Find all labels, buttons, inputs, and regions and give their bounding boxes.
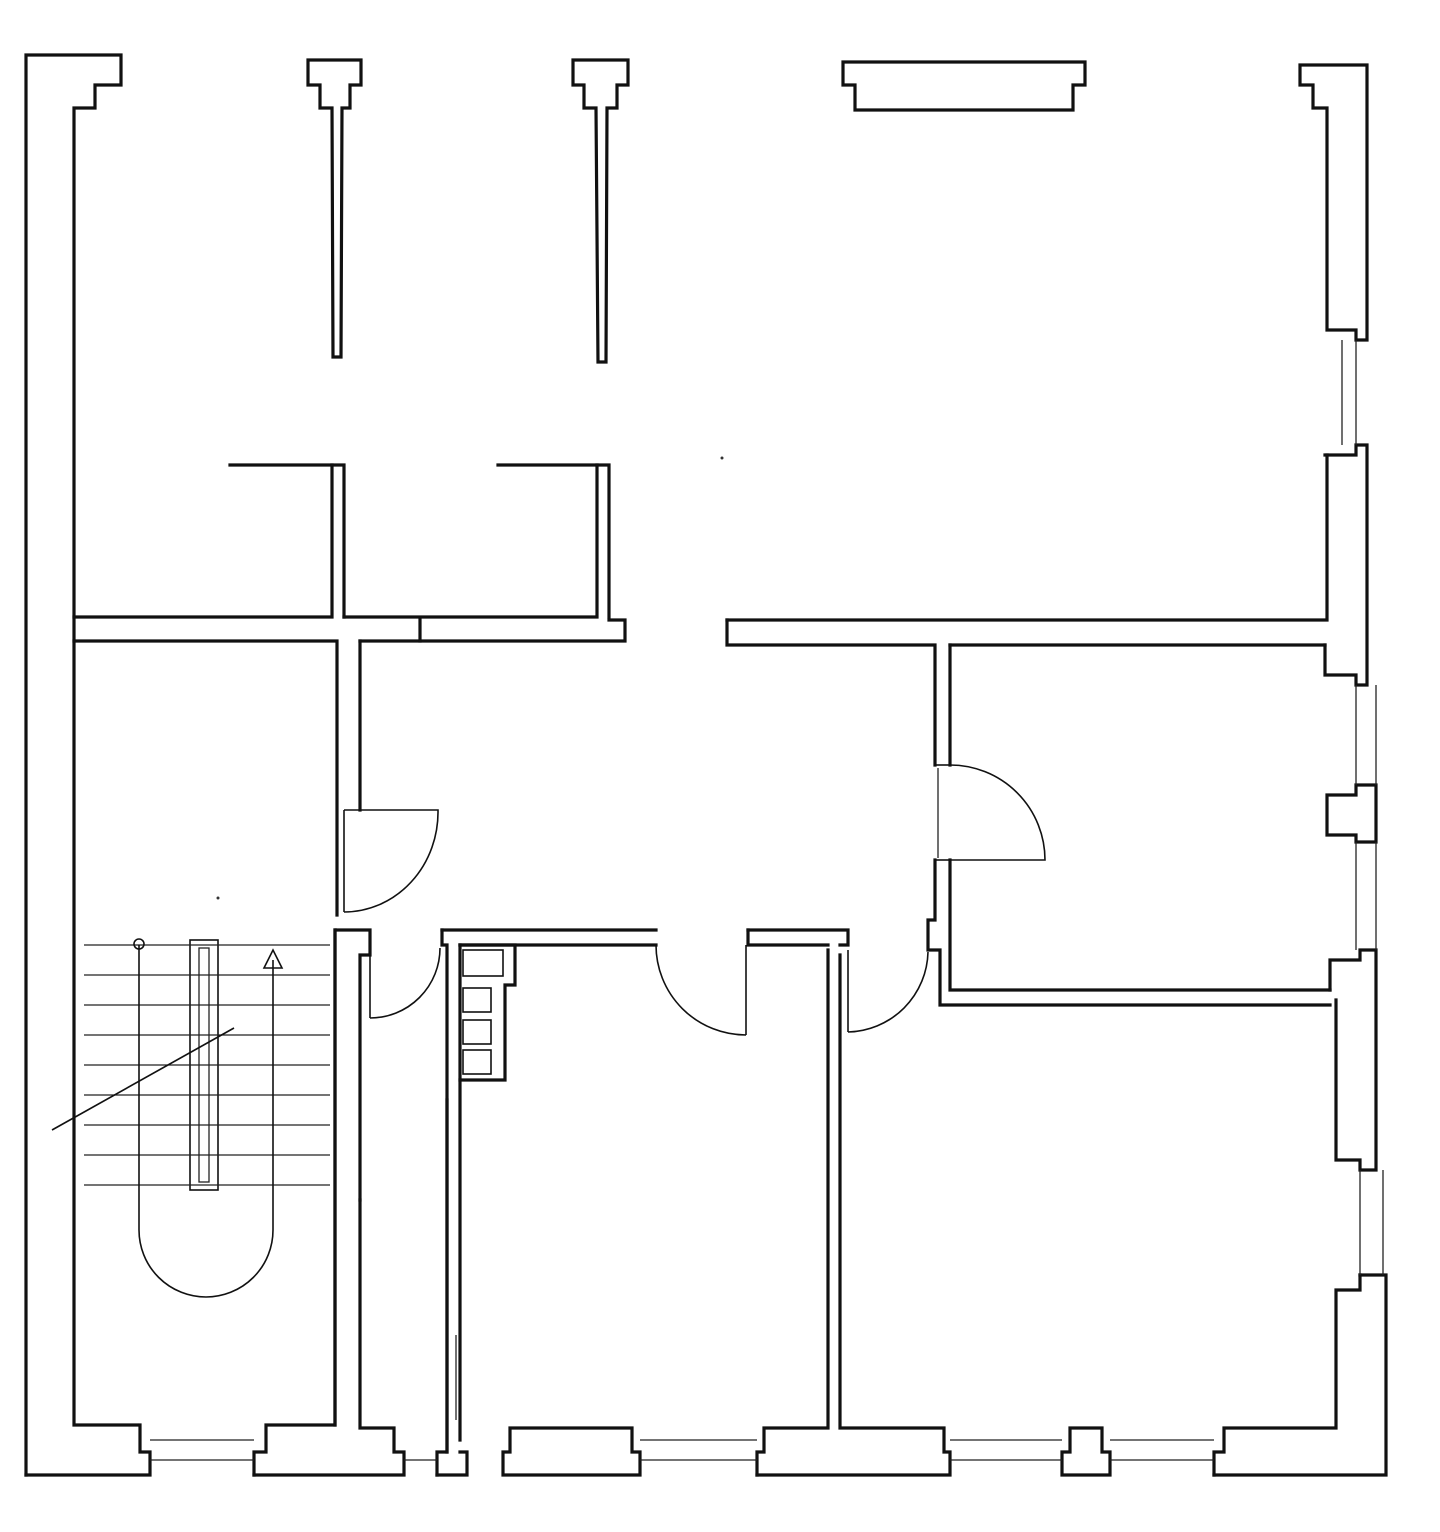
right-exterior-wall-mid-3 [1328,948,1378,1172]
top-piers [306,58,1087,364]
room-wall-right-b [926,858,1332,1007]
pier-3 [841,60,1087,112]
bottom-exterior-wall-6 [1060,1426,1112,1477]
exterior-walls [24,53,1388,1477]
hall-wall-right-2 [746,928,830,947]
stair-treads [84,944,330,1186]
room-wall-right-c [948,858,1332,992]
door-swing-3 [655,944,747,1036]
bottom-exterior-wall-pier-b [435,1450,469,1477]
bottom-exterior-wall-8 [1212,1273,1362,1477]
corridor-wall-mid-top [342,463,599,619]
chimney-block [458,943,517,1082]
bottom-exterior-wall-left [24,1423,152,1477]
left-exterior-wall [24,53,139,1477]
triangle-up-icon [262,948,284,969]
corridor-wall-left-top-2 [330,463,346,619]
plan-marks [216,456,724,1420]
corridor-wall-left-bottom [72,639,339,917]
pier-1 [306,58,363,359]
hall-wall-right [746,928,850,947]
hall-wall-left [440,928,449,1454]
right-exterior-wall-mid-2 [1325,783,1378,844]
staircase [51,938,330,1298]
door-swing-1 [343,809,439,913]
flue-2 [462,987,492,1013]
flue-3 [462,1019,492,1045]
corridor-wall-right-bottom [725,618,937,767]
bottom-exterior-wall-3 [501,1426,642,1477]
stair-wall [335,928,372,1202]
bottom-exterior-wall-4 [755,953,952,1477]
pier-2 [571,58,630,364]
door-swing-4 [847,951,929,1033]
doors [343,764,1046,1036]
right-exterior-wall-top [1298,63,1369,342]
flue-4 [462,1049,492,1075]
flue-1 [462,949,504,977]
stair-walk-line [138,945,274,1298]
bottom-exterior-wall-7 [1212,1273,1388,1477]
bottom-exterior-wall-pier-a [252,928,337,1477]
bottom-exterior-wall-2 [252,1198,406,1477]
right-exterior-wall-mid-1 [1323,443,1369,687]
door-swing-2 [369,947,441,1019]
stair-cut-line [51,1027,235,1131]
corridor-wall-right [725,453,1329,622]
corridor-wall-mid-top-2 [595,463,611,619]
interior-walls [72,453,1332,1454]
corridor-wall-left-top [72,463,334,619]
bottom-exterior-wall-5 [755,948,830,1477]
corridor-wall-partition [358,618,627,643]
circle-marker-icon [133,938,145,950]
window-openings [150,340,1384,1461]
door-swing-5 [949,764,1046,861]
